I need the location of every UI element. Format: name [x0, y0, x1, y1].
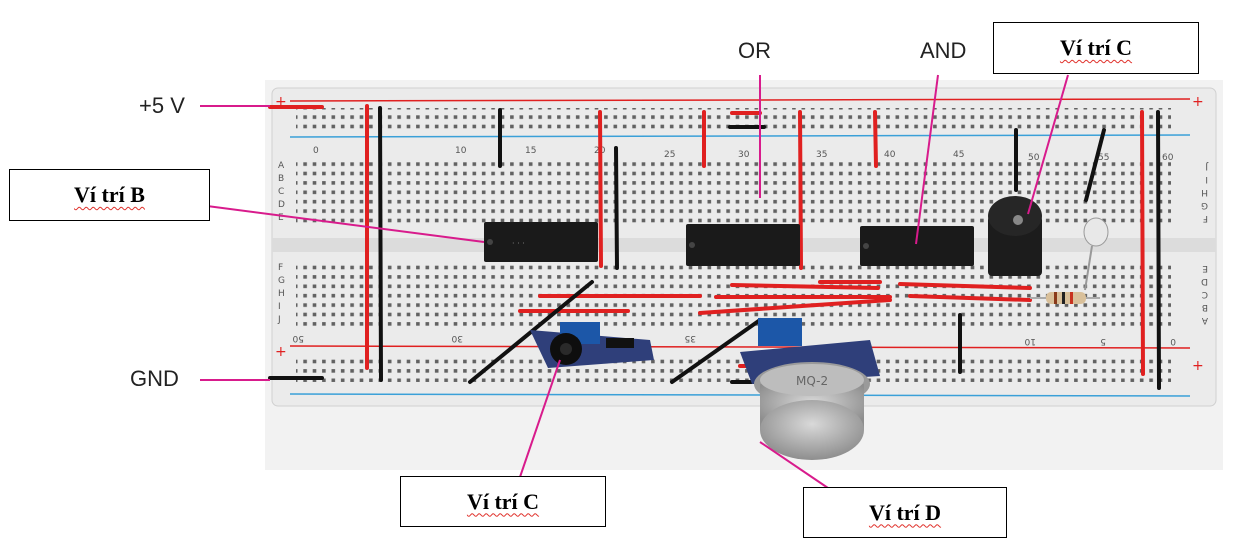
row-letter: J: [277, 315, 281, 325]
and-gate-label: AND: [920, 38, 967, 63]
red-wire: [598, 110, 603, 268]
callout-position-b: Ví trí B: [9, 169, 210, 221]
row-letter: C: [1202, 289, 1208, 299]
leader-line: [759, 441, 829, 489]
buzzer: [988, 196, 1042, 276]
red-wire: [908, 294, 1032, 302]
gas-sensor-mq2: MQ-2: [740, 318, 880, 460]
callout-position-d: Ví trí D: [803, 487, 1007, 538]
row-letter: G: [278, 276, 285, 286]
column-number: 30: [451, 333, 463, 343]
red-wire: [1140, 110, 1145, 376]
red-wire: [873, 110, 878, 168]
column-number: 0: [313, 146, 319, 156]
red-wire: [898, 282, 1032, 290]
row-letters-left: A B C D E F G H I J: [277, 161, 285, 325]
black-wire: [614, 146, 619, 270]
row-letter: H: [1201, 187, 1208, 197]
row-letters-right: J I H G F E D C B A: [1201, 161, 1209, 325]
leader-line: [206, 205, 485, 243]
row-letter: F: [1203, 213, 1208, 223]
ic-chip-or: [686, 224, 800, 266]
leader-line: [519, 359, 561, 478]
sensor-marking: MQ-2: [796, 374, 828, 388]
row-letter: E: [278, 213, 284, 223]
svg-text:+: +: [275, 94, 287, 110]
svg-text:· · ·: · · ·: [512, 239, 525, 248]
column-number: 30: [738, 150, 750, 160]
row-letter: I: [278, 302, 281, 312]
leader-line: [1027, 74, 1069, 215]
column-number: 40: [884, 150, 896, 160]
row-letter: D: [1201, 276, 1208, 286]
row-letter: A: [278, 161, 285, 171]
black-wire: [378, 106, 383, 382]
plus5v-label: +5 V: [139, 93, 185, 118]
ic-chip-and: [860, 226, 974, 266]
black-wire: [1156, 110, 1161, 390]
black-wire: [670, 318, 762, 384]
red-wire: [730, 283, 880, 290]
column-number: 10: [455, 146, 467, 156]
column-number: 35: [816, 150, 827, 160]
column-number: 55: [1098, 153, 1109, 163]
column-numbers-bottom: 50 35 30 10 5 0: [292, 333, 1176, 346]
row-letter: I: [1205, 174, 1208, 184]
or-gate-label: OR: [738, 38, 771, 63]
svg-text:+: +: [1192, 94, 1204, 110]
gnd-label: GND: [130, 366, 179, 391]
svg-text:+: +: [275, 344, 287, 360]
resistor: [1030, 292, 1100, 304]
column-number: 50: [292, 333, 304, 343]
ic-chip-b: · · ·: [484, 222, 598, 262]
black-wire: [1084, 128, 1106, 202]
column-number: 50: [1028, 153, 1040, 163]
led: [1083, 217, 1109, 291]
row-letter: G: [1201, 200, 1208, 210]
column-number: 45: [953, 150, 964, 160]
red-wire: [798, 110, 803, 270]
column-number: 5: [1100, 336, 1106, 346]
row-letter: B: [1202, 302, 1208, 312]
callout-text: Ví trí C: [466, 488, 540, 514]
leader-line: [915, 74, 939, 245]
callout-text: Ví trí C: [1059, 35, 1133, 60]
red-wire: [698, 298, 892, 315]
callout-position-c-bottom: Ví trí C: [400, 476, 606, 527]
leader-lines: [200, 74, 1069, 489]
row-letter: E: [1202, 263, 1208, 273]
row-letter: A: [1201, 315, 1208, 325]
bottom-power-rail: [296, 356, 1171, 382]
row-letter: B: [278, 174, 284, 184]
row-letter: H: [278, 289, 285, 299]
row-letter: F: [278, 263, 283, 273]
column-number: 60: [1162, 153, 1174, 163]
callout-text: Ví trí D: [868, 499, 942, 525]
sound-sensor-module: [530, 322, 654, 368]
row-letter: D: [278, 200, 285, 210]
row-letter: C: [278, 187, 284, 197]
callout-position-c-top: Ví trí C: [993, 22, 1199, 74]
callout-text: Ví trí B: [74, 182, 145, 207]
column-number: 10: [1024, 336, 1036, 346]
red-wires: [268, 104, 1145, 376]
column-number: 0: [1170, 336, 1176, 346]
column-number: 15: [525, 146, 536, 156]
column-number: 25: [664, 150, 675, 160]
row-letter: J: [1205, 161, 1209, 171]
column-number: 35: [685, 333, 696, 343]
svg-text:+: +: [1192, 358, 1204, 374]
